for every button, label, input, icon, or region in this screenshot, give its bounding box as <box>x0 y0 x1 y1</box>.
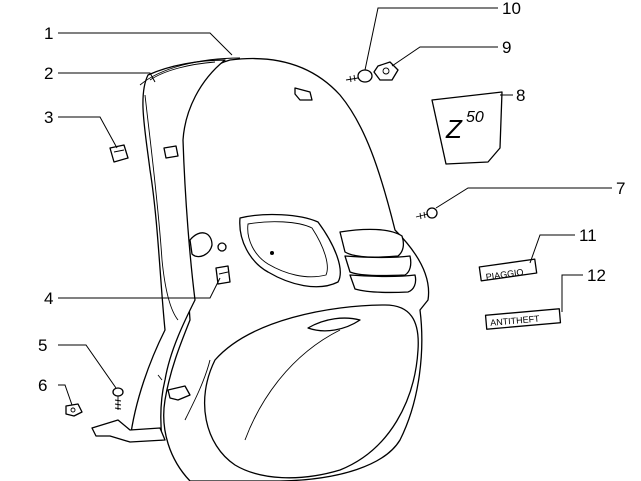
part-3-clip <box>109 144 129 163</box>
callout-2: 2 <box>44 64 53 83</box>
part-7-screw <box>415 207 438 220</box>
antitheft-decal: ANTITHEFT <box>484 308 562 330</box>
piaggio-decal: PIAGGIO <box>478 258 538 282</box>
part-10-screw <box>345 69 373 83</box>
badge-z-text: Z <box>445 114 463 144</box>
callout-10: 10 <box>502 0 521 18</box>
part-9-nut <box>373 61 399 81</box>
callout-1: 1 <box>44 24 53 43</box>
callout-11: 11 <box>579 226 597 245</box>
callout-3: 3 <box>44 108 53 127</box>
callout-8: 8 <box>516 86 525 105</box>
callout-12: 12 <box>587 266 606 285</box>
callout-5: 5 <box>38 336 47 355</box>
part-6-nut <box>65 403 83 417</box>
part-5-screw <box>112 387 124 410</box>
front-shield <box>91 57 430 481</box>
callout-7: 7 <box>616 179 625 198</box>
z50-badge: Z 50 <box>431 91 503 165</box>
callout-numbers: 1 2 3 4 5 6 7 8 9 10 11 12 <box>38 0 625 395</box>
badge-50-text: 50 <box>466 109 484 126</box>
callout-6: 6 <box>38 376 47 395</box>
callout-leaders <box>58 7 612 406</box>
antitheft-text: ANTITHEFT <box>490 314 541 328</box>
callout-9: 9 <box>502 38 511 57</box>
callout-4: 4 <box>44 289 53 308</box>
